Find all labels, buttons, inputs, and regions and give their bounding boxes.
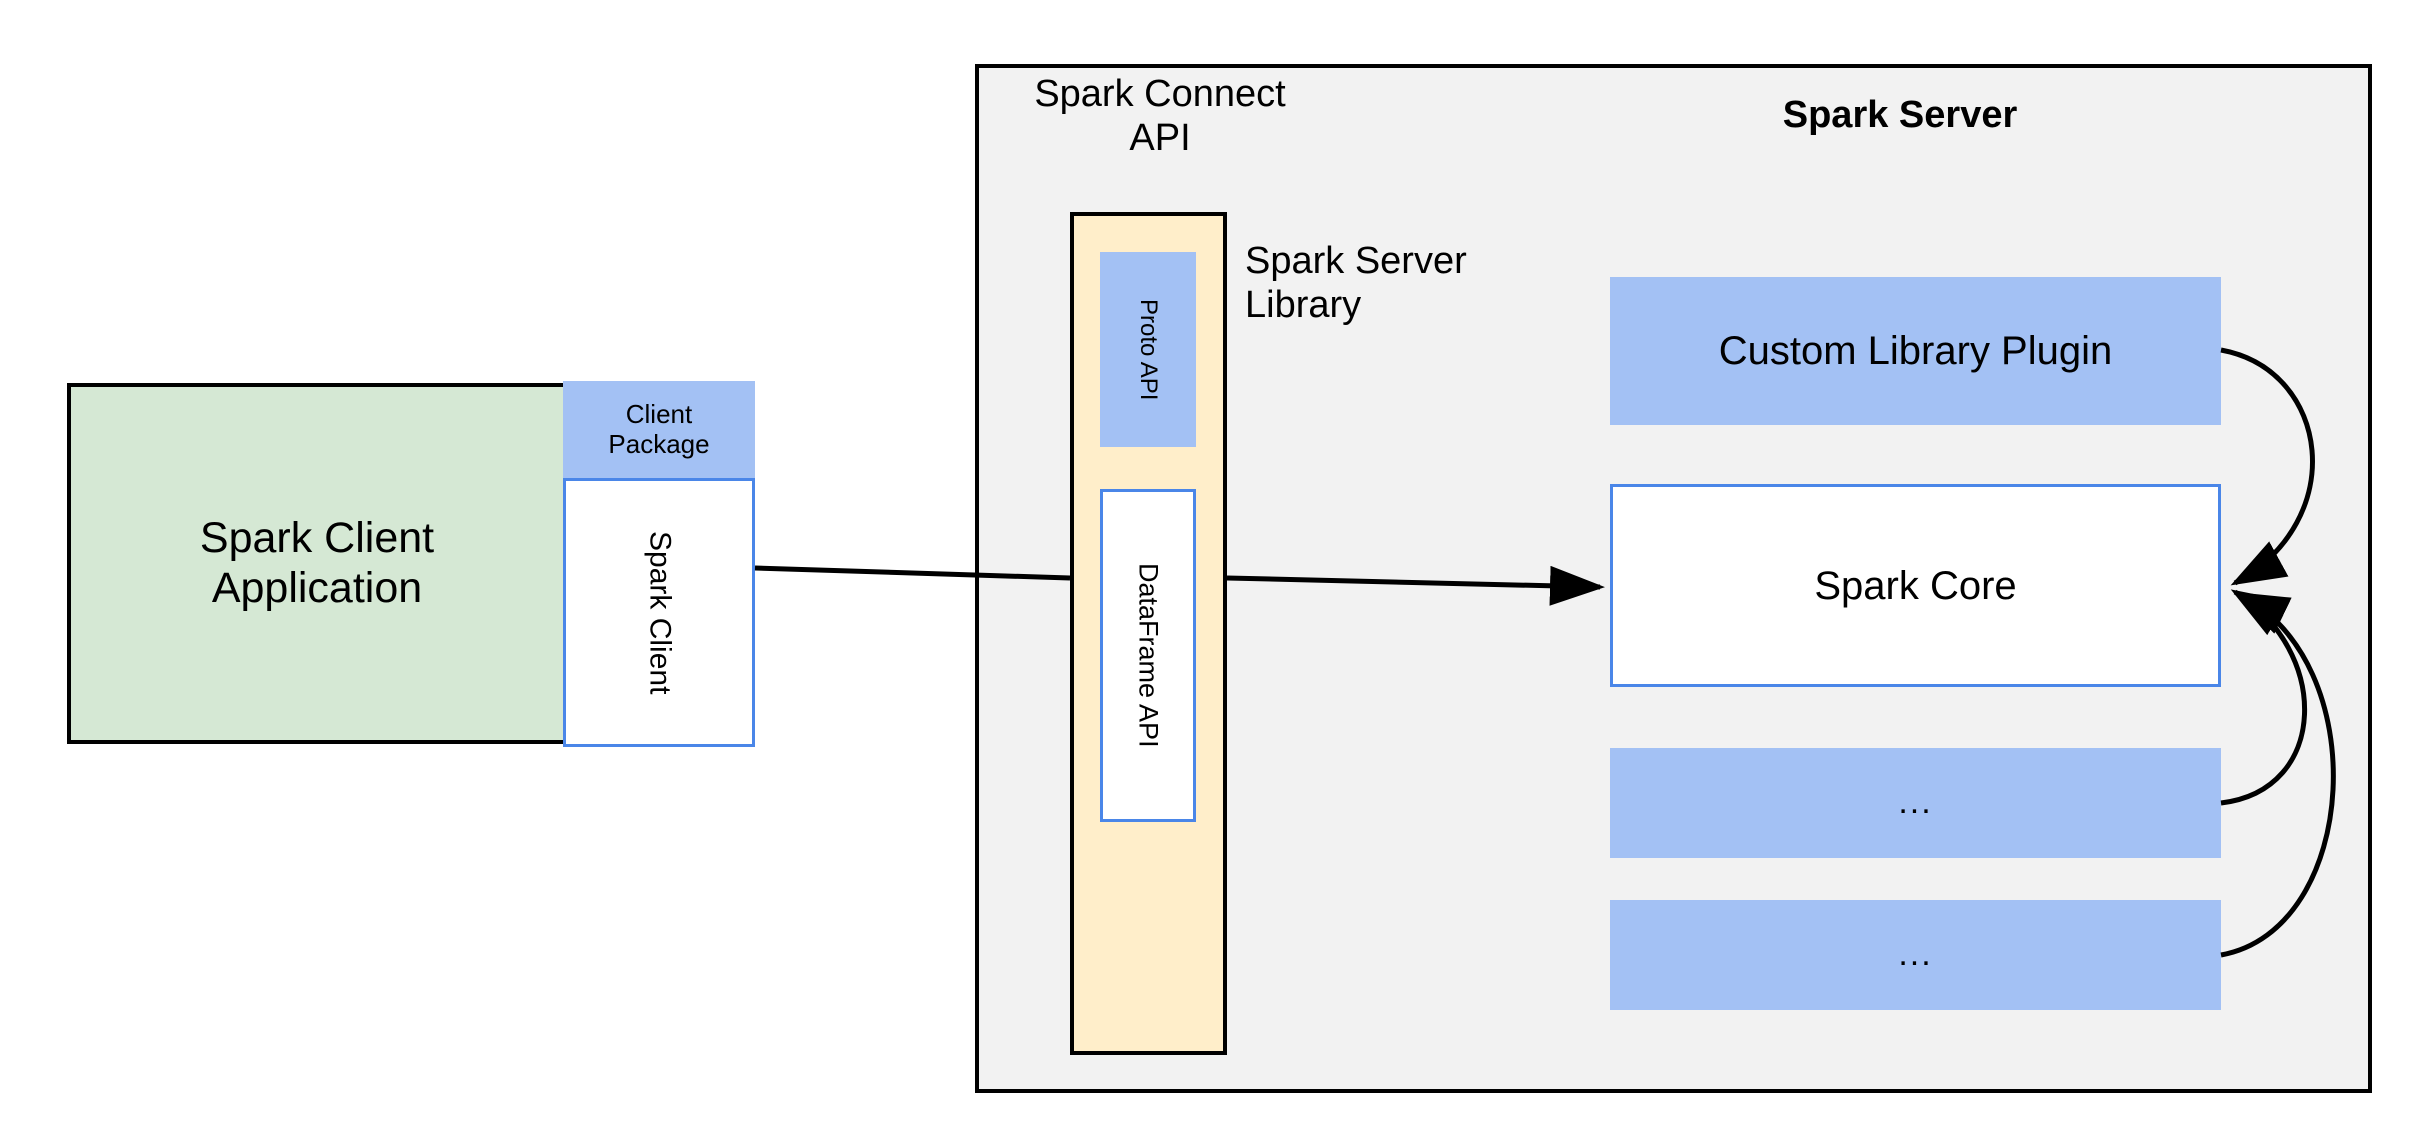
dataframe-api-label: DataFrame API	[1133, 563, 1164, 748]
spark-client-box[interactable]: Spark Client	[563, 478, 755, 747]
dataframe-api-box[interactable]: DataFrame API	[1100, 489, 1196, 822]
spark-client-application-box[interactable]: Spark Client Application	[67, 383, 567, 744]
proto-api-box[interactable]: Proto API	[1100, 252, 1196, 447]
spark-connect-api-label: Spark Connect API	[1034, 73, 1286, 159]
proto-api-label: Proto API	[1134, 298, 1162, 401]
server-module-placeholder-1[interactable]: ...	[1610, 748, 2221, 858]
spark-client-label: Spark Client	[643, 530, 677, 695]
ellipsis-label: ...	[1898, 935, 1933, 974]
spark-server-library-label: Spark Server Library	[1245, 240, 1467, 326]
spark-client-application-label: Spark Client Application	[199, 514, 435, 612]
spark-server-title: Spark Server	[1782, 94, 2018, 137]
ellipsis-label: ...	[1898, 783, 1933, 822]
spark-core-label: Spark Core	[1814, 563, 2017, 608]
spark-core-box[interactable]: Spark Core	[1610, 484, 2221, 687]
client-package-box[interactable]: Client Package	[563, 381, 755, 478]
client-package-label: Client Package	[608, 398, 710, 459]
custom-library-plugin-box[interactable]: Custom Library Plugin	[1610, 277, 2221, 425]
server-module-placeholder-2[interactable]: ...	[1610, 900, 2221, 1010]
custom-library-plugin-label: Custom Library Plugin	[1718, 329, 2113, 373]
